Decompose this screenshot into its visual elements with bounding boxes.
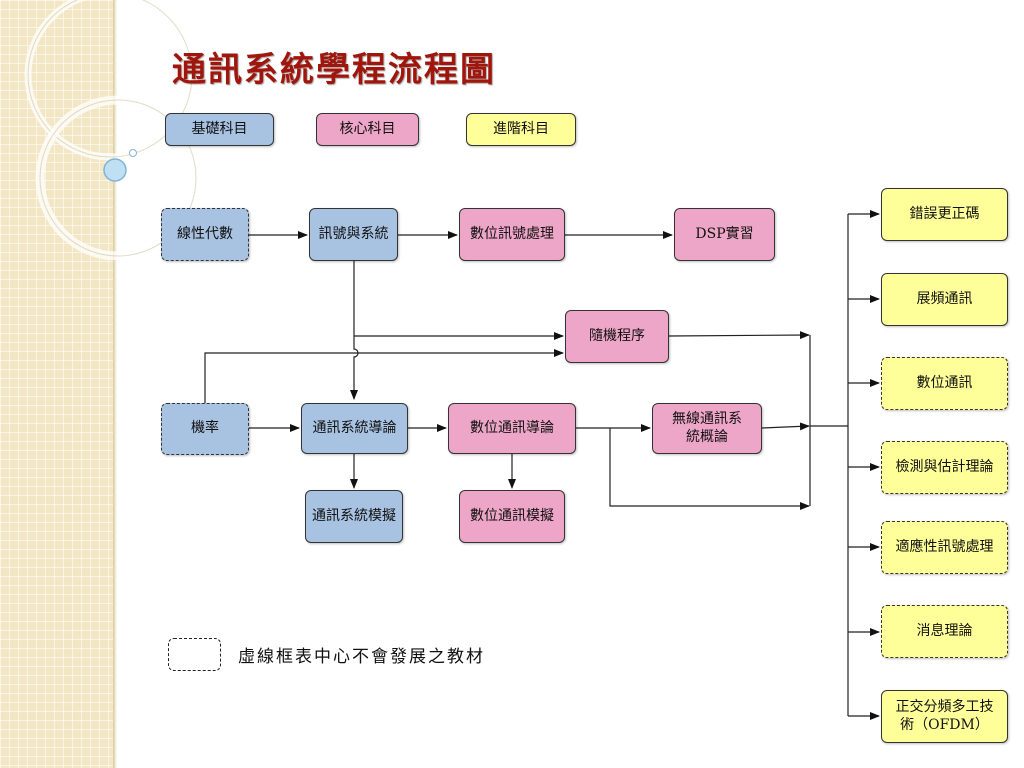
node-signals-systems: 訊號與系統 [309,208,398,261]
legend-core: 核心科目 [316,113,419,146]
node-info-theory: 消息理論 [881,605,1008,658]
node-comm-systems-intro: 通訊系統導論 [301,403,408,454]
node-ofdm: 正交分頻多工技術（OFDM） [881,690,1008,743]
node-comm-sim: 通訊系統模擬 [305,490,403,543]
note-text: 虛線框表中心不會發展之教材 [238,647,485,667]
node-ecc: 錯誤更正碼 [881,188,1008,241]
node-wireless-intro: 無線通訊系統概論 [652,403,762,454]
side-band-edge [113,0,117,768]
node-digital-comm: 數位通訊 [881,357,1008,410]
node-probability: 機率 [161,403,249,455]
node-spread-spectrum: 展頻通訊 [881,273,1008,326]
node-detection-estimation: 檢測與估計理論 [881,441,1008,494]
page-title: 通訊系統學程流程圖 [172,50,496,90]
legend-basic: 基礎科目 [165,113,274,146]
node-digital-comm-intro: 數位通訊導論 [448,403,576,454]
node-digital-comm-sim: 數位通訊模擬 [459,490,565,543]
node-adaptive-sp: 適應性訊號處理 [881,521,1008,574]
node-linear-algebra: 線性代數 [161,208,249,261]
node-dsp: 數位訊號處理 [459,208,565,261]
legend-advanced: 進階科目 [466,113,576,146]
node-dsp-lab: DSP實習 [674,208,775,261]
note-dashed-sample [168,638,221,671]
decorative-circles [24,0,200,260]
node-random-process: 隨機程序 [565,310,669,363]
